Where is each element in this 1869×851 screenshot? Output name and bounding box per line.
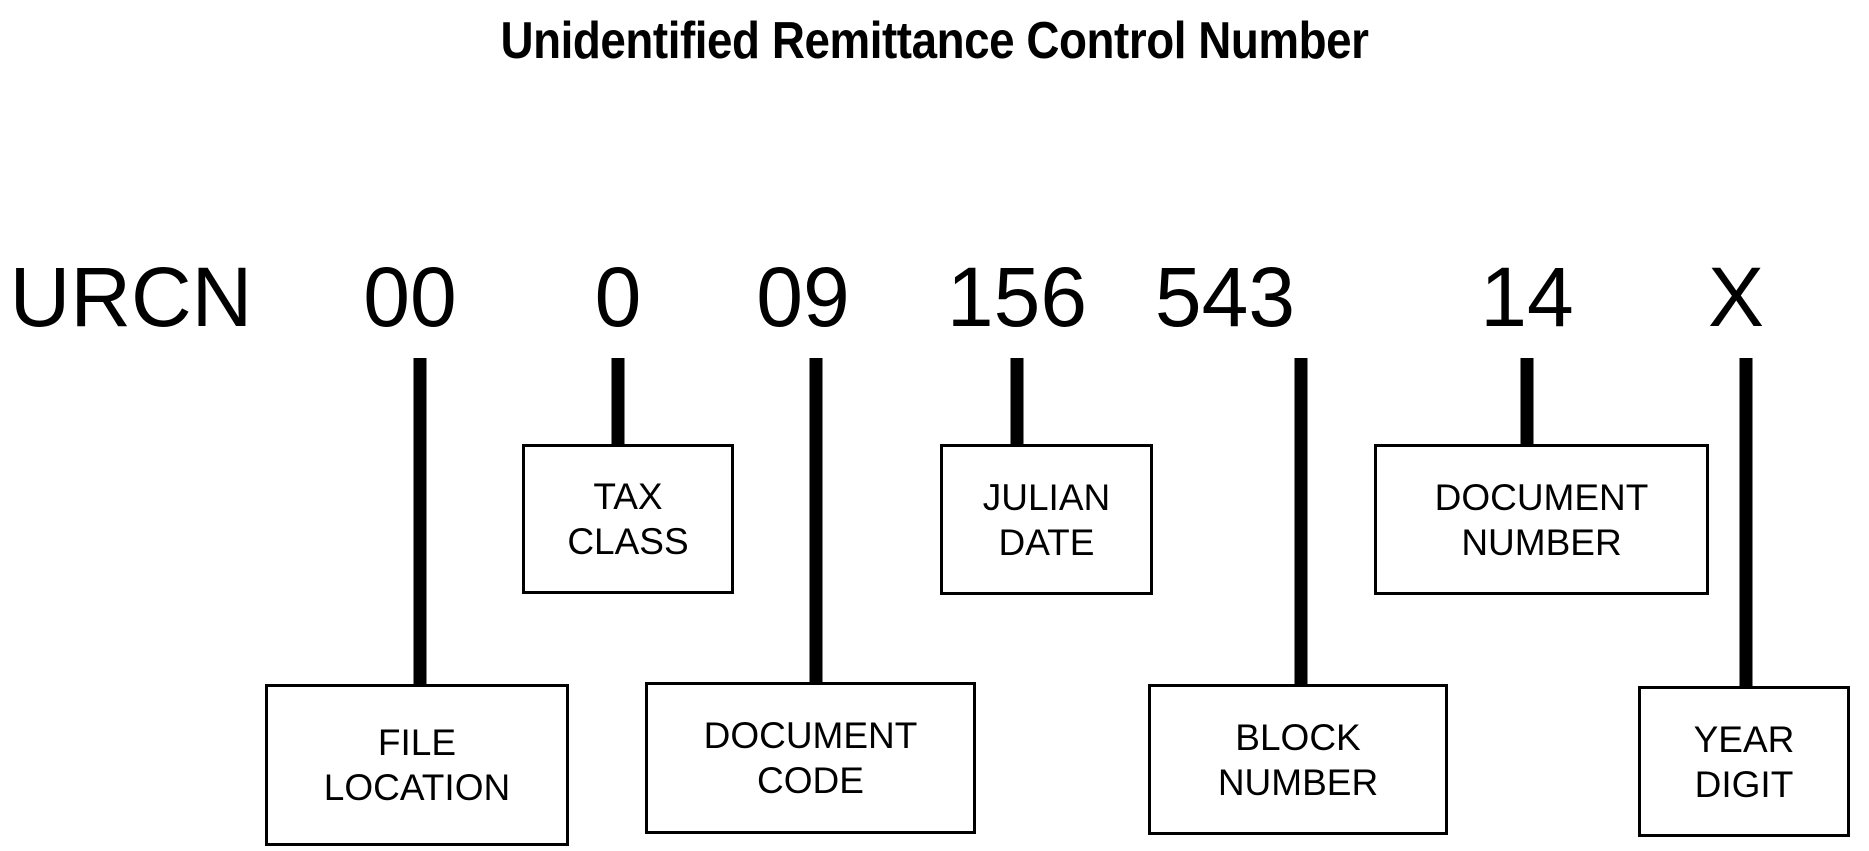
connector-line-tax-class <box>611 358 625 446</box>
callout-line-1: BLOCK <box>1235 716 1361 758</box>
callout-line-2: CLASS <box>567 521 689 562</box>
callout-line-1: DOCUMENT <box>703 715 918 756</box>
segment-row: URCN 00 0 09 156 543 14 X <box>0 252 1869 342</box>
callout-box-tax-class: TAX CLASS <box>522 444 734 594</box>
callout-line-2: NUMBER <box>1461 521 1622 563</box>
callout-line-1: DOCUMENT <box>1434 476 1649 518</box>
callout-box-file-location: FILE LOCATION <box>265 684 569 846</box>
segment-value-block-number: 543 <box>1154 250 1296 344</box>
segment-value-file-location: 00 <box>363 250 457 344</box>
callout-line-2: DIGIT <box>1694 763 1794 805</box>
callout-line-1: JULIAN <box>982 476 1111 518</box>
callout-box-year-digit: YEAR DIGIT <box>1638 686 1850 837</box>
page-title: Unidentified Remittance Control Number <box>500 12 1369 70</box>
segment-value-document-number: 14 <box>1480 250 1574 344</box>
callout-line-2: DATE <box>998 521 1095 563</box>
callout-line-1: YEAR <box>1693 718 1795 760</box>
segment-value-document-code: 09 <box>756 250 850 344</box>
segment-value-year-digit: X <box>1707 250 1765 344</box>
callout-line-2: NUMBER <box>1217 761 1379 803</box>
segment-value-prefix: URCN <box>9 250 253 344</box>
callout-box-document-code: DOCUMENT CODE <box>645 682 976 834</box>
segment-value-julian-date: 156 <box>946 250 1088 344</box>
callout-line-1: TAX <box>593 476 663 517</box>
connector-line-block-number <box>1294 358 1308 686</box>
callout-box-julian-date: JULIAN DATE <box>940 444 1153 595</box>
segment-value-tax-class: 0 <box>594 250 642 344</box>
connector-line-document-number <box>1520 358 1534 446</box>
connector-line-document-code <box>809 358 823 684</box>
connector-line-julian-date <box>1010 358 1024 446</box>
callout-box-block-number: BLOCK NUMBER <box>1148 684 1448 835</box>
callout-line-2: LOCATION <box>323 767 511 808</box>
callout-line-2: CODE <box>757 760 864 801</box>
callout-line-1: FILE <box>377 722 457 763</box>
connector-line-year-digit <box>1739 358 1753 688</box>
callout-box-document-number: DOCUMENT NUMBER <box>1374 444 1709 595</box>
connector-line-file-location <box>413 358 427 686</box>
